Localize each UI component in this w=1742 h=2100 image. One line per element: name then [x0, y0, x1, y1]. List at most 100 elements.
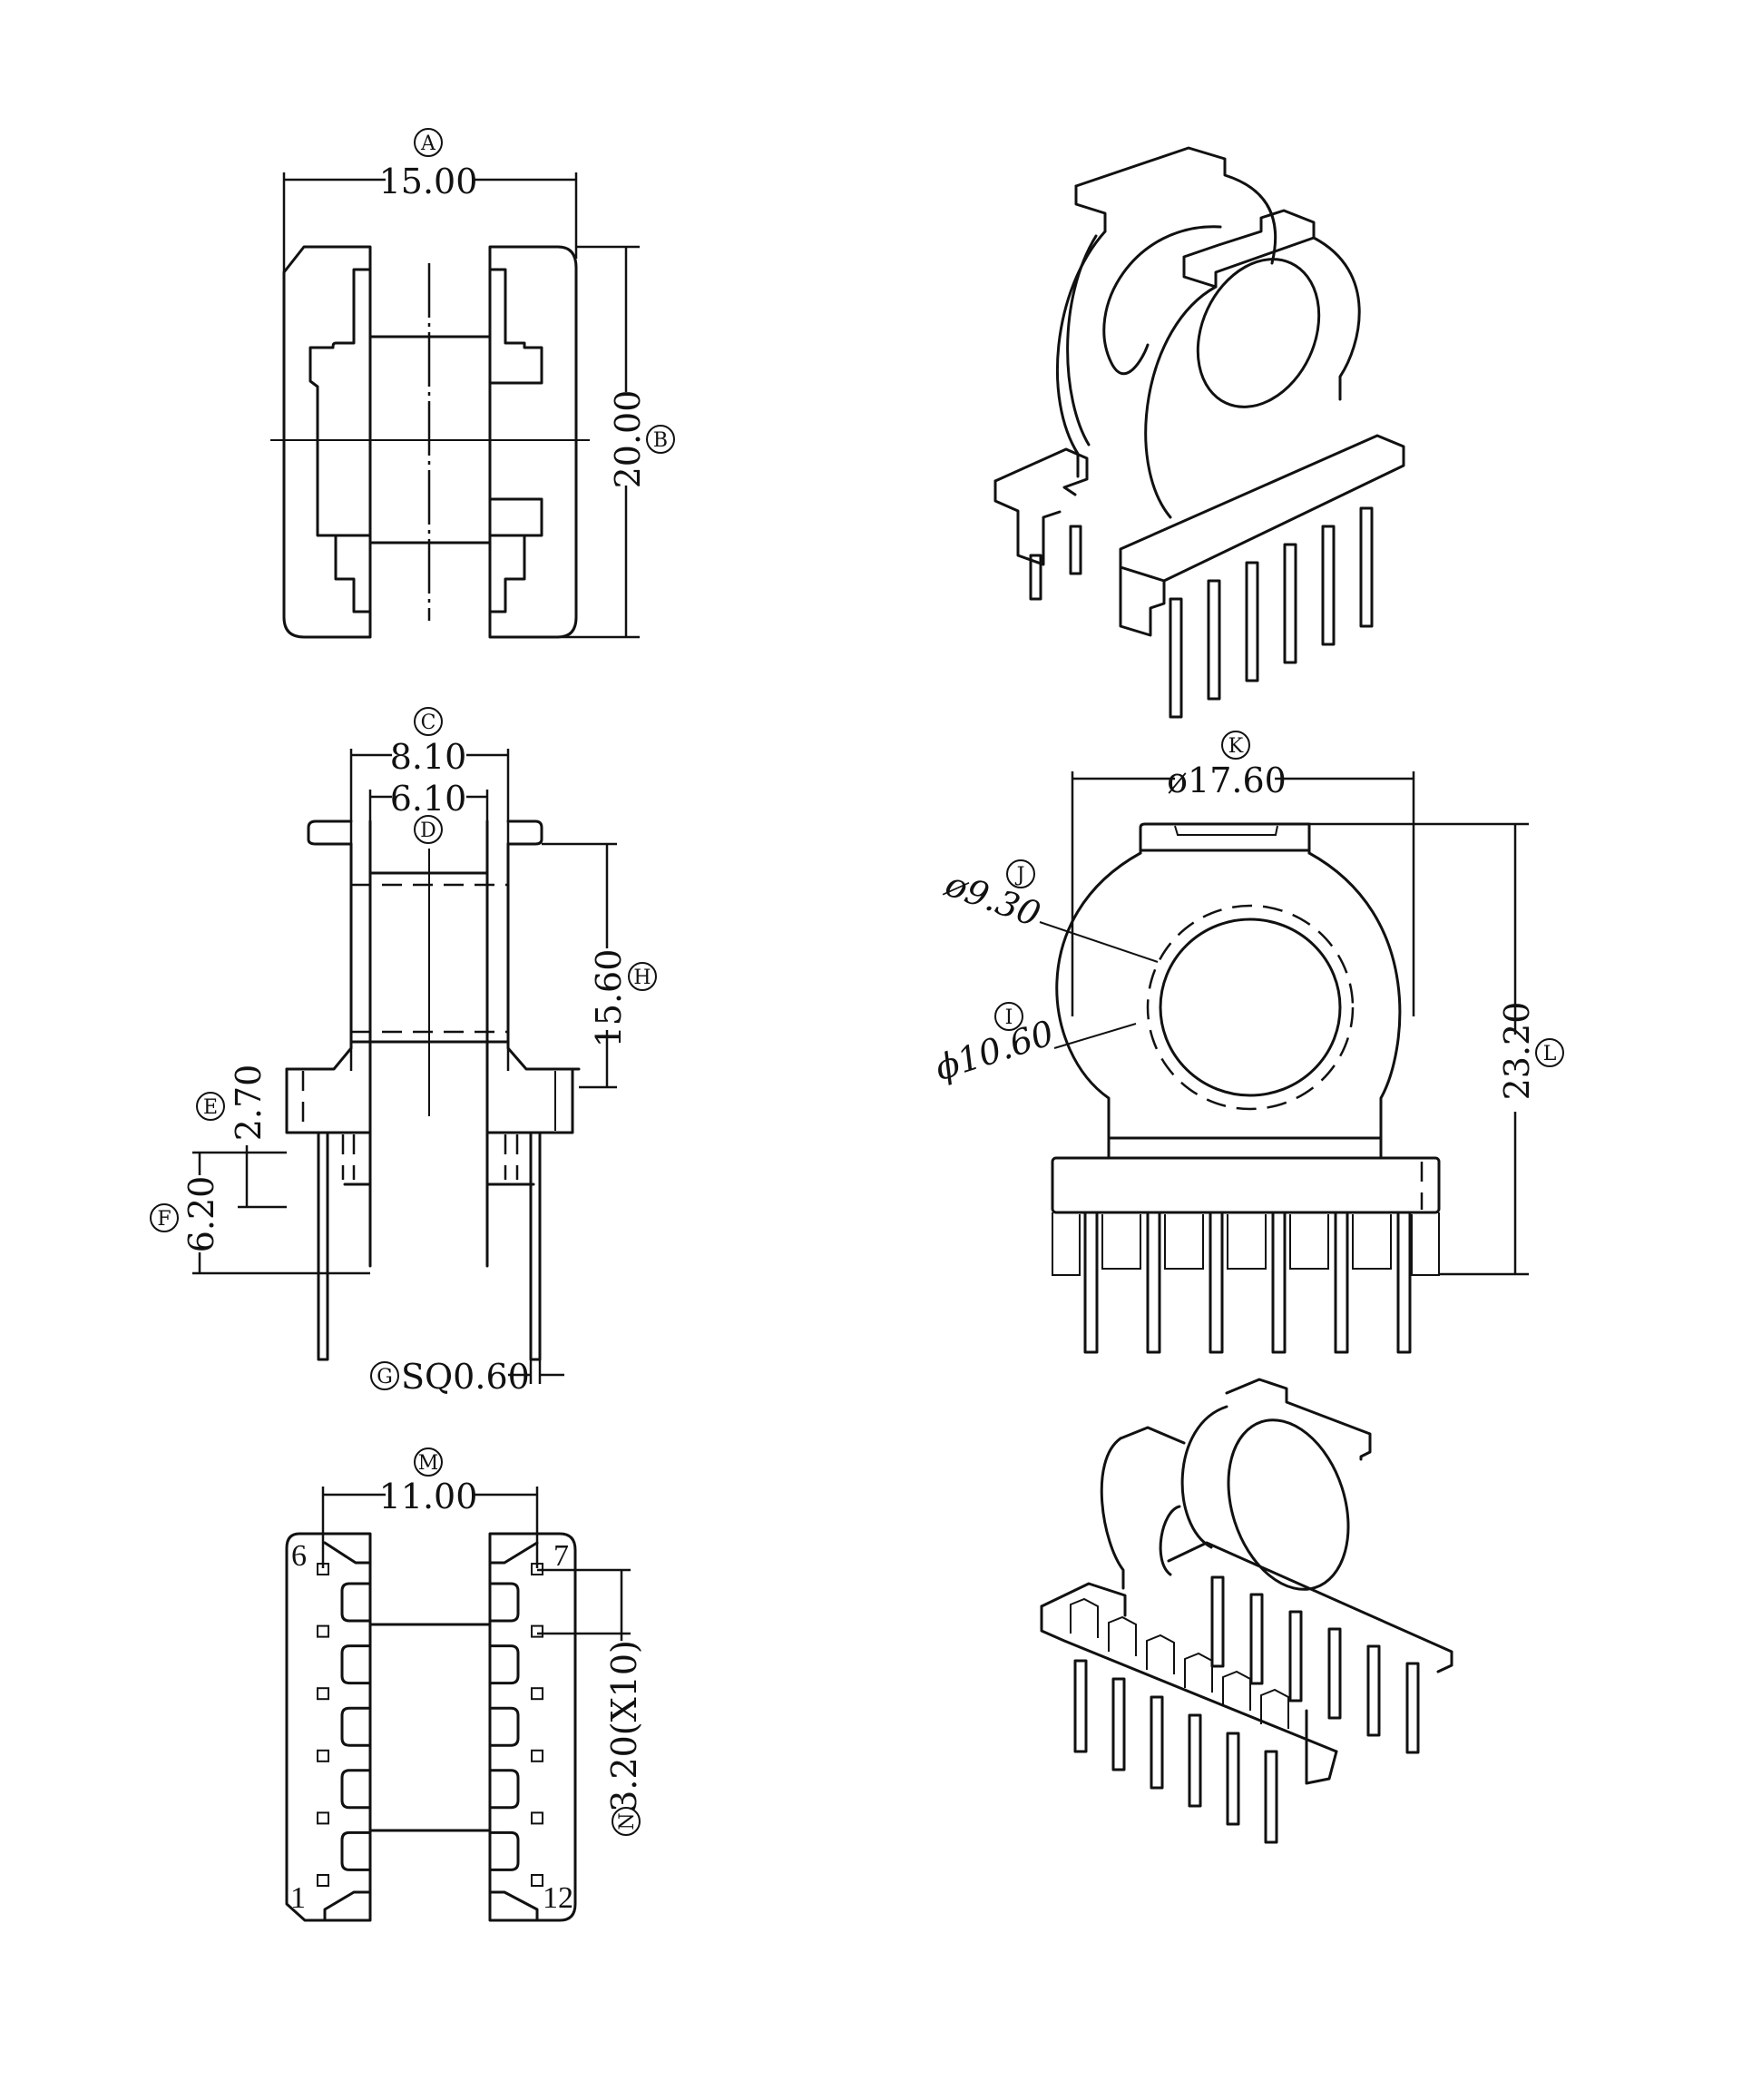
iso-bot-top-tab	[1225, 1378, 1372, 1461]
dim-n-tag-circle	[612, 1807, 641, 1836]
dim-e-tag: E	[203, 1096, 218, 1119]
side-right-flange-outer	[506, 842, 581, 1071]
isometric-bottom-view	[1040, 1378, 1453, 1844]
pin-pad-left	[317, 1563, 329, 1575]
pin-pad-left	[317, 1624, 329, 1638]
top-right-rib	[488, 268, 543, 385]
slot-right	[488, 1706, 520, 1747]
dim-j-leader	[1039, 921, 1159, 963]
pin-right-chamfer-bottom	[488, 1890, 539, 1922]
dim-f-tag: F	[157, 1208, 171, 1231]
dim-a-tag: A	[420, 132, 436, 155]
iso-top-left-pin	[1029, 554, 1042, 601]
iso-top-back-flange-inner	[1066, 234, 1098, 446]
iso-top-pin	[1321, 525, 1336, 646]
dim-c-tag: C	[421, 711, 436, 734]
slot-right	[488, 1582, 520, 1623]
front-standoff-right	[1411, 1212, 1440, 1276]
iso-bot-standoff	[1260, 1688, 1289, 1729]
front-core-hole	[1159, 918, 1342, 1097]
dim-b-tag: B	[653, 429, 668, 452]
dim-d-tag: D	[420, 819, 436, 842]
dim-l-tag-circle	[1535, 1038, 1564, 1067]
pin-label-1: 1	[290, 1881, 306, 1915]
dim-k-tag: K	[1228, 735, 1244, 758]
pin-right-chamfer-top	[488, 1541, 539, 1565]
iso-top-pin	[1207, 579, 1221, 701]
dim-m-tag: M	[418, 1452, 439, 1475]
dim-c-tag-circle	[414, 707, 443, 736]
iso-top-left-foot	[993, 479, 1062, 566]
iso-bot-back-pin	[1249, 1593, 1264, 1685]
slot-right	[488, 1644, 520, 1685]
pin-slots	[317, 1563, 543, 1887]
dim-g-value: SQ0.60	[401, 1357, 530, 1397]
iso-bot-left-rail-side	[1040, 1604, 1338, 1753]
front-top-notch	[1174, 825, 1278, 836]
side-left-tab	[307, 819, 353, 846]
dim-e-value: 2.70	[229, 1065, 269, 1142]
iso-bot-back-pin	[1366, 1644, 1381, 1737]
top-left-rib	[308, 268, 372, 537]
front-flange-left	[1055, 851, 1142, 1160]
pin-left-chamfer-bottom	[323, 1890, 372, 1922]
iso-bot-standoff	[1070, 1597, 1099, 1638]
pin-pad-right	[531, 1874, 543, 1887]
iso-bot-back-pin	[1210, 1575, 1225, 1668]
slot-left	[340, 1644, 372, 1685]
side-left-pin	[317, 1131, 329, 1361]
front-hidden-circle	[1146, 904, 1355, 1111]
front-pin	[1146, 1211, 1161, 1354]
pin-pad-right	[531, 1624, 543, 1638]
dim-d-value: 6.10	[390, 779, 467, 819]
dim-h-tag: H	[633, 967, 651, 989]
iso-top-right-foot	[1119, 565, 1166, 637]
iso-bot-front-flange-outer	[1180, 1405, 1228, 1549]
dim-c-value: 8.10	[390, 737, 467, 777]
dim-f-tag-circle	[150, 1203, 179, 1232]
slot-left	[340, 1706, 372, 1747]
front-pin	[1396, 1211, 1412, 1354]
dim-i-tag: I	[1005, 1006, 1013, 1029]
front-standoff	[1352, 1214, 1392, 1270]
front-pin	[1334, 1211, 1349, 1354]
dim-n-tag: N	[616, 1812, 639, 1830]
iso-top-front-flange-left	[1144, 285, 1218, 519]
front-flange-right	[1307, 851, 1402, 1160]
top-right-flange	[488, 245, 578, 639]
front-top-tab	[1139, 822, 1311, 855]
pin-left-rail	[285, 1532, 372, 1922]
dim-l-tag: L	[1543, 1043, 1557, 1065]
side-right-pin	[529, 1131, 542, 1361]
dim-j-tag: J	[1015, 864, 1025, 887]
pin-pad-left	[317, 1749, 329, 1762]
pin-right-rail	[488, 1532, 577, 1922]
front-standoff	[1289, 1214, 1329, 1270]
dim-j-tag-circle	[1006, 859, 1035, 888]
dim-g-tag: G	[377, 1366, 393, 1389]
top-right-rib-lower	[488, 534, 526, 613]
isometric-top-view	[993, 146, 1405, 719]
iso-bot-back-flange	[1100, 1437, 1125, 1590]
side-left-standoff	[343, 1131, 372, 1186]
dim-a-tag-circle	[414, 128, 443, 157]
iso-bot-standoff	[1108, 1615, 1137, 1656]
dim-k-value: ø17.60	[1167, 761, 1287, 800]
pin-pad-right	[531, 1687, 543, 1701]
pin-pad-left	[317, 1874, 329, 1887]
front-view: K ø17.60 J ø9.30 I ϕ10.60 23.20 L	[930, 731, 1564, 1354]
iso-bot-back-tab	[1119, 1426, 1186, 1445]
iso-bot-front-pin	[1073, 1659, 1088, 1753]
iso-bot-back-pin	[1405, 1662, 1420, 1754]
side-view: C 8.10 6.10 D	[150, 707, 657, 1397]
iso-top-pins	[1029, 506, 1374, 719]
dim-d-tag-circle	[414, 815, 443, 844]
front-pins	[1052, 1211, 1440, 1354]
dim-h-tag-circle	[628, 962, 657, 991]
slot-right	[488, 1769, 520, 1810]
dim-j-value: ø9.30	[939, 863, 1045, 934]
front-pin	[1209, 1211, 1224, 1354]
side-right-standoff	[485, 1131, 535, 1186]
iso-bot-front-pin	[1264, 1750, 1278, 1844]
dim-m-value: 11.00	[379, 1477, 478, 1516]
